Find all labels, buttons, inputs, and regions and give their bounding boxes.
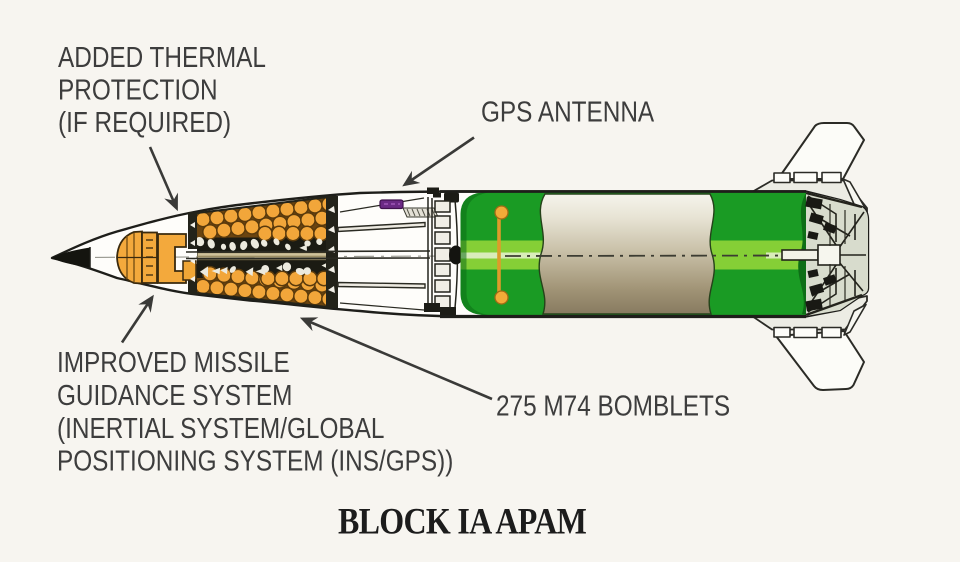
svg-text:275 M74 BOMBLETS: 275 M74 BOMBLETS xyxy=(496,390,730,422)
svg-text:(INERTIAL SYSTEM/GLOBAL: (INERTIAL SYSTEM/GLOBAL xyxy=(57,412,384,444)
svg-text:(IF REQUIRED): (IF REQUIRED) xyxy=(58,106,231,138)
svg-text:GPS ANTENNA: GPS ANTENNA xyxy=(481,96,654,128)
svg-text:ADDED THERMAL: ADDED THERMAL xyxy=(58,41,266,73)
svg-text:PROTECTION: PROTECTION xyxy=(58,74,218,106)
svg-text:BLOCK IA APAM: BLOCK IA APAM xyxy=(338,502,586,543)
svg-text:IMPROVED MISSILE: IMPROVED MISSILE xyxy=(57,346,290,378)
svg-text:GUIDANCE SYSTEM: GUIDANCE SYSTEM xyxy=(57,379,292,411)
svg-text:POSITIONING SYSTEM (INS/GPS)): POSITIONING SYSTEM (INS/GPS)) xyxy=(57,445,453,477)
